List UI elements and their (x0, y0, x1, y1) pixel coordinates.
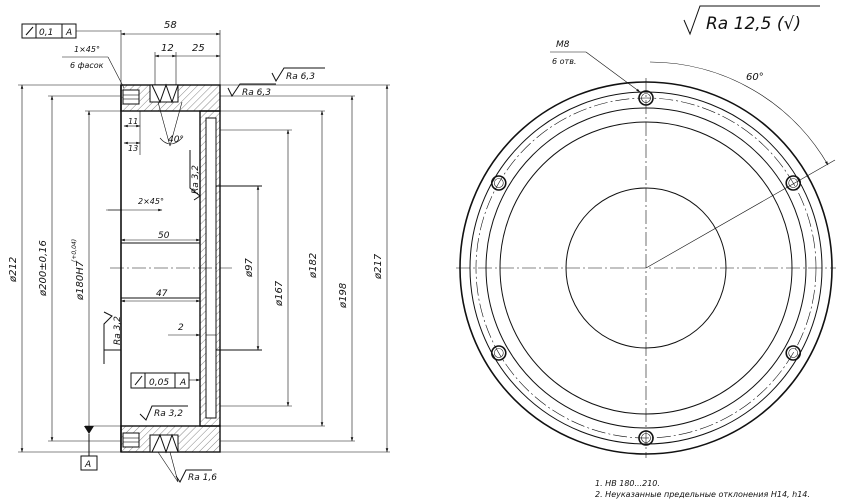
bolt-hole-thread (641, 93, 651, 103)
circle-212 (469, 91, 823, 445)
dim-12-text: 12 (161, 43, 174, 54)
chamfer-2x45-text: 2×45° (138, 197, 164, 206)
roughness-bore-text: Ra 3,2 (113, 316, 123, 345)
datum-a-symbol: A (80, 426, 98, 471)
dia-182-text: ø182 (308, 253, 319, 279)
circle-200 (485, 107, 807, 429)
bolt-hole (785, 175, 802, 191)
chamfer-note-2: 6 фасок (70, 61, 104, 70)
note-1: 1. НВ 180...210. (595, 479, 660, 488)
flatness-frame: 0,1 A (21, 23, 121, 39)
roughness-face-top: Ra 6,3 (227, 83, 276, 98)
runout-frame: 0,05 A (130, 372, 201, 389)
bolt-hole-thread (788, 178, 799, 188)
dim-11-text: 11 (128, 117, 138, 126)
global-roughness-symbol: Ra 12,5 (√) (683, 5, 820, 36)
roughness-inner-face: Ra 3,2 (189, 150, 201, 201)
angle-40-text: 40° (168, 135, 184, 145)
bolt-hole-thread (493, 178, 504, 188)
bolt-hole (490, 345, 507, 361)
dim-47-text: 47 (156, 289, 168, 299)
section-view: ø212 ø200±0,16 ø180H7 (+0,04) ø97 ø167 ø… (8, 20, 390, 483)
circle-180 (499, 121, 793, 415)
chamfer-note-1: 1×45° (74, 45, 100, 54)
bolt-holes (490, 90, 802, 446)
roughness-bottom-face: Ra 3,2 (139, 405, 188, 421)
roughness-outer-top-text: Ra 6,3 (286, 72, 315, 82)
bolt-hole (638, 430, 654, 446)
dim-2-text: 2 (178, 323, 184, 333)
roughness-inner-face-text: Ra 3,2 (191, 165, 201, 194)
dim-58-text: 58 (164, 20, 177, 31)
thread-note-2: 6 отв. (552, 57, 576, 66)
runout-value: 0,05 (149, 378, 169, 388)
bolt-hole-thread (788, 348, 799, 358)
roughness-bore: Ra 3,2 (103, 311, 123, 364)
roughness-bottom: Ra 1,6 (157, 451, 217, 483)
note-2: 2. Неуказанные предельные отклонения H14… (595, 490, 810, 499)
roughness-bottom-face-text: Ra 3,2 (154, 409, 183, 419)
thread-note-1: M8 (556, 40, 570, 50)
roughness-outer-top: Ra 6,3 (271, 67, 325, 83)
roughness-face-top-text: Ra 6,3 (242, 88, 271, 98)
dia-97-text: ø97 (244, 258, 255, 278)
bolt-hole-thread (641, 433, 651, 443)
angle-60-text: 60° (746, 72, 764, 83)
notes: 1. НВ 180...210. 2. Неуказанные предельн… (595, 479, 810, 499)
dim-50-text: 50 (158, 231, 170, 241)
bolt-circle (475, 97, 817, 439)
bolt-hole (785, 345, 802, 361)
datum-a-label: A (84, 460, 91, 470)
global-roughness-text: Ra 12,5 (√) (706, 14, 801, 34)
bolt-hole-thread (493, 348, 504, 358)
front-view: 60° M8 6 отв. (456, 40, 836, 458)
dia-167-text: ø167 (274, 280, 285, 307)
dia-180-text: ø180H7 (75, 260, 86, 301)
bolt-hole (638, 90, 654, 106)
dim-25-text: 25 (192, 43, 205, 54)
flatness-value: 0,1 (39, 28, 53, 38)
dia-200-text: ø200±0,16 (38, 240, 49, 297)
bolt-hole (490, 175, 507, 191)
roughness-bottom-text: Ra 1,6 (188, 473, 217, 483)
runout-datum: A (179, 378, 186, 388)
dia-217-text: ø217 (373, 253, 384, 280)
dia-212-text: ø212 (8, 257, 19, 283)
dim-13-text: 13 (128, 144, 138, 153)
outer-circle-217 (459, 81, 833, 455)
dia-180-tol-text: (+0,04) (71, 239, 78, 262)
flatness-datum: A (65, 28, 72, 38)
circle-97 (565, 187, 727, 349)
dia-198-text: ø198 (338, 283, 349, 309)
